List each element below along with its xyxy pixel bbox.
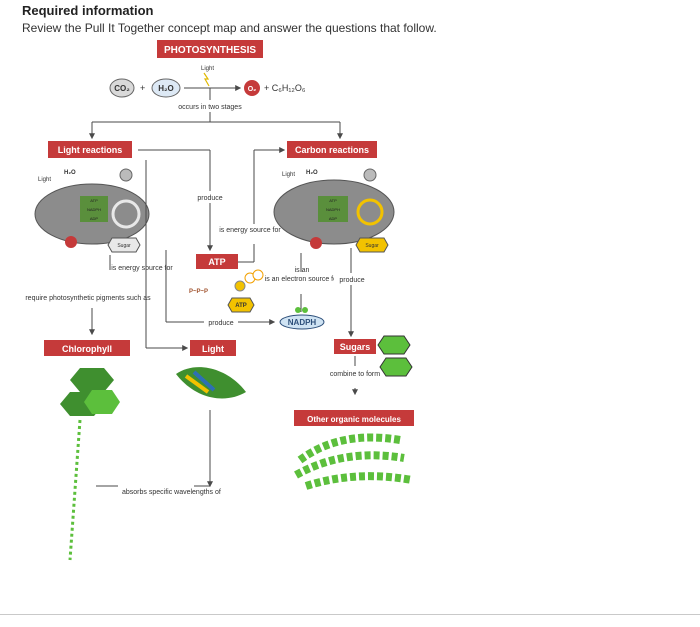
chlorophyll-label: Chlorophyll bbox=[62, 344, 112, 354]
glucose-label: + C₆H₁₂O₆ bbox=[264, 83, 306, 93]
nadph-dot2 bbox=[302, 307, 308, 313]
electron-source-bg bbox=[278, 272, 326, 294]
produce-mid-bg bbox=[204, 316, 238, 328]
atp-small-label: ATP bbox=[235, 303, 247, 309]
combine-bg bbox=[332, 366, 378, 388]
other-organic-badge bbox=[294, 410, 414, 426]
nadph-dot1 bbox=[295, 307, 301, 313]
require-pigments-label: require photosynthetic pigments such as bbox=[25, 295, 151, 302]
left-co2-icon bbox=[119, 168, 133, 182]
nadph-label: NADPH bbox=[288, 318, 317, 327]
light-badge bbox=[190, 340, 236, 356]
plus-sign: + bbox=[140, 83, 145, 93]
right-co2-icon bbox=[363, 168, 377, 182]
leaf-icon bbox=[176, 367, 246, 399]
left-sugar-label: Sugar bbox=[117, 243, 131, 249]
atp-badge bbox=[196, 254, 238, 269]
sugar-hexagon-2 bbox=[379, 357, 413, 377]
left-h2o-label: H₂O bbox=[64, 170, 76, 176]
light-ray-blue bbox=[192, 370, 216, 392]
left-nadph-small: NADPH bbox=[87, 207, 101, 212]
energy-source-left-bg bbox=[118, 262, 170, 282]
energy-source-left-label: is energy source for bbox=[111, 265, 173, 272]
right-light-label: Light bbox=[282, 172, 295, 178]
right-o2-icon bbox=[310, 237, 322, 249]
co2-label: CO₂ bbox=[114, 84, 130, 93]
light-ray-yellow bbox=[184, 374, 210, 394]
organic-molecules-icon bbox=[294, 433, 413, 490]
carbon-reactions-badge bbox=[287, 141, 377, 158]
atp-badge-label: ATP bbox=[208, 257, 225, 267]
co2-molecule-icon bbox=[109, 78, 135, 98]
left-o2-icon bbox=[65, 236, 77, 248]
nadph-badge bbox=[279, 314, 325, 330]
photosynthesis-title: PHOTOSYNTHESIS bbox=[164, 45, 256, 56]
required-information-heading: Required information bbox=[22, 3, 154, 18]
left-thylakoid-stack bbox=[80, 196, 108, 222]
electron-source-label-1: is an bbox=[295, 267, 310, 274]
right-nadph-small: NADPH bbox=[326, 207, 340, 212]
photosynthesis-badge bbox=[157, 40, 263, 58]
right-adp-small: ADP bbox=[329, 216, 338, 221]
o2-molecule-icon bbox=[244, 80, 260, 96]
left-adp-small: ADP bbox=[90, 216, 99, 221]
left-sugar-hexagon bbox=[107, 237, 141, 253]
bottom-divider bbox=[0, 614, 700, 615]
other-organic-label: Other organic molecules bbox=[307, 415, 401, 424]
right-sugar-hexagon bbox=[355, 237, 389, 253]
produce-top-bg bbox=[194, 191, 226, 203]
sugars-badge bbox=[334, 339, 376, 354]
absorbs-bg bbox=[118, 478, 194, 498]
h2o-molecule-icon bbox=[151, 78, 181, 98]
light-label-top: Light bbox=[201, 66, 214, 72]
chlorophyll-molecule-icon bbox=[60, 368, 120, 561]
right-sugar-label: Sugar bbox=[365, 243, 379, 249]
produce-right-label: produce bbox=[339, 277, 364, 284]
light-reactions-badge bbox=[48, 141, 132, 158]
electron-source-label: is an electron source for bbox=[265, 276, 340, 283]
right-atp-small: ATP bbox=[329, 198, 337, 203]
instructions-text: Review the Pull It Together concept map … bbox=[22, 21, 437, 35]
energy-source-mid-bg bbox=[226, 224, 276, 244]
right-calvin-cycle-icon bbox=[356, 198, 384, 226]
produce-top-label: produce bbox=[197, 195, 222, 202]
light-badge-label: Light bbox=[202, 344, 224, 354]
produce-mid-label: produce bbox=[208, 320, 233, 327]
right-thylakoid-stack bbox=[318, 196, 348, 222]
combine-label: combine to form bbox=[330, 371, 380, 378]
energy-source-mid-label: is energy source for bbox=[219, 227, 281, 234]
absorbs-label: absorbs specific wavelengths of bbox=[122, 489, 221, 496]
left-atp-small: ATP bbox=[90, 198, 98, 203]
right-h2o-label: H₂O bbox=[306, 170, 318, 176]
h2o-label: H₂O bbox=[158, 84, 174, 93]
phosphate-chain-label: P~P~P bbox=[189, 289, 208, 295]
stages-label: occurs in two stages bbox=[178, 104, 242, 111]
sugar-hexagon-1 bbox=[377, 335, 411, 355]
lightning-icon bbox=[203, 72, 210, 87]
left-light-label: Light bbox=[38, 177, 51, 183]
atp-molecule-ring1 bbox=[234, 280, 246, 292]
carbon-reactions-label: Carbon reactions bbox=[295, 145, 369, 155]
left-calvin-cycle-icon bbox=[111, 199, 141, 229]
o2-label: O₂ bbox=[248, 86, 257, 93]
concept-map: PHOTOSYNTHESIS Light CO₂ + H₂O O₂ + C₆H₁… bbox=[0, 36, 700, 622]
chlorophyll-badge bbox=[44, 340, 130, 356]
atp-hex-icon bbox=[227, 297, 255, 313]
produce-right-bg bbox=[334, 273, 370, 285]
sugars-label: Sugars bbox=[340, 342, 371, 352]
atp-molecule-ring3 bbox=[252, 269, 264, 281]
light-reactions-label: Light reactions bbox=[58, 145, 123, 155]
concept-map-figure: PHOTOSYNTHESIS Light CO₂ + H₂O O₂ + C₆H₁… bbox=[25, 40, 414, 561]
